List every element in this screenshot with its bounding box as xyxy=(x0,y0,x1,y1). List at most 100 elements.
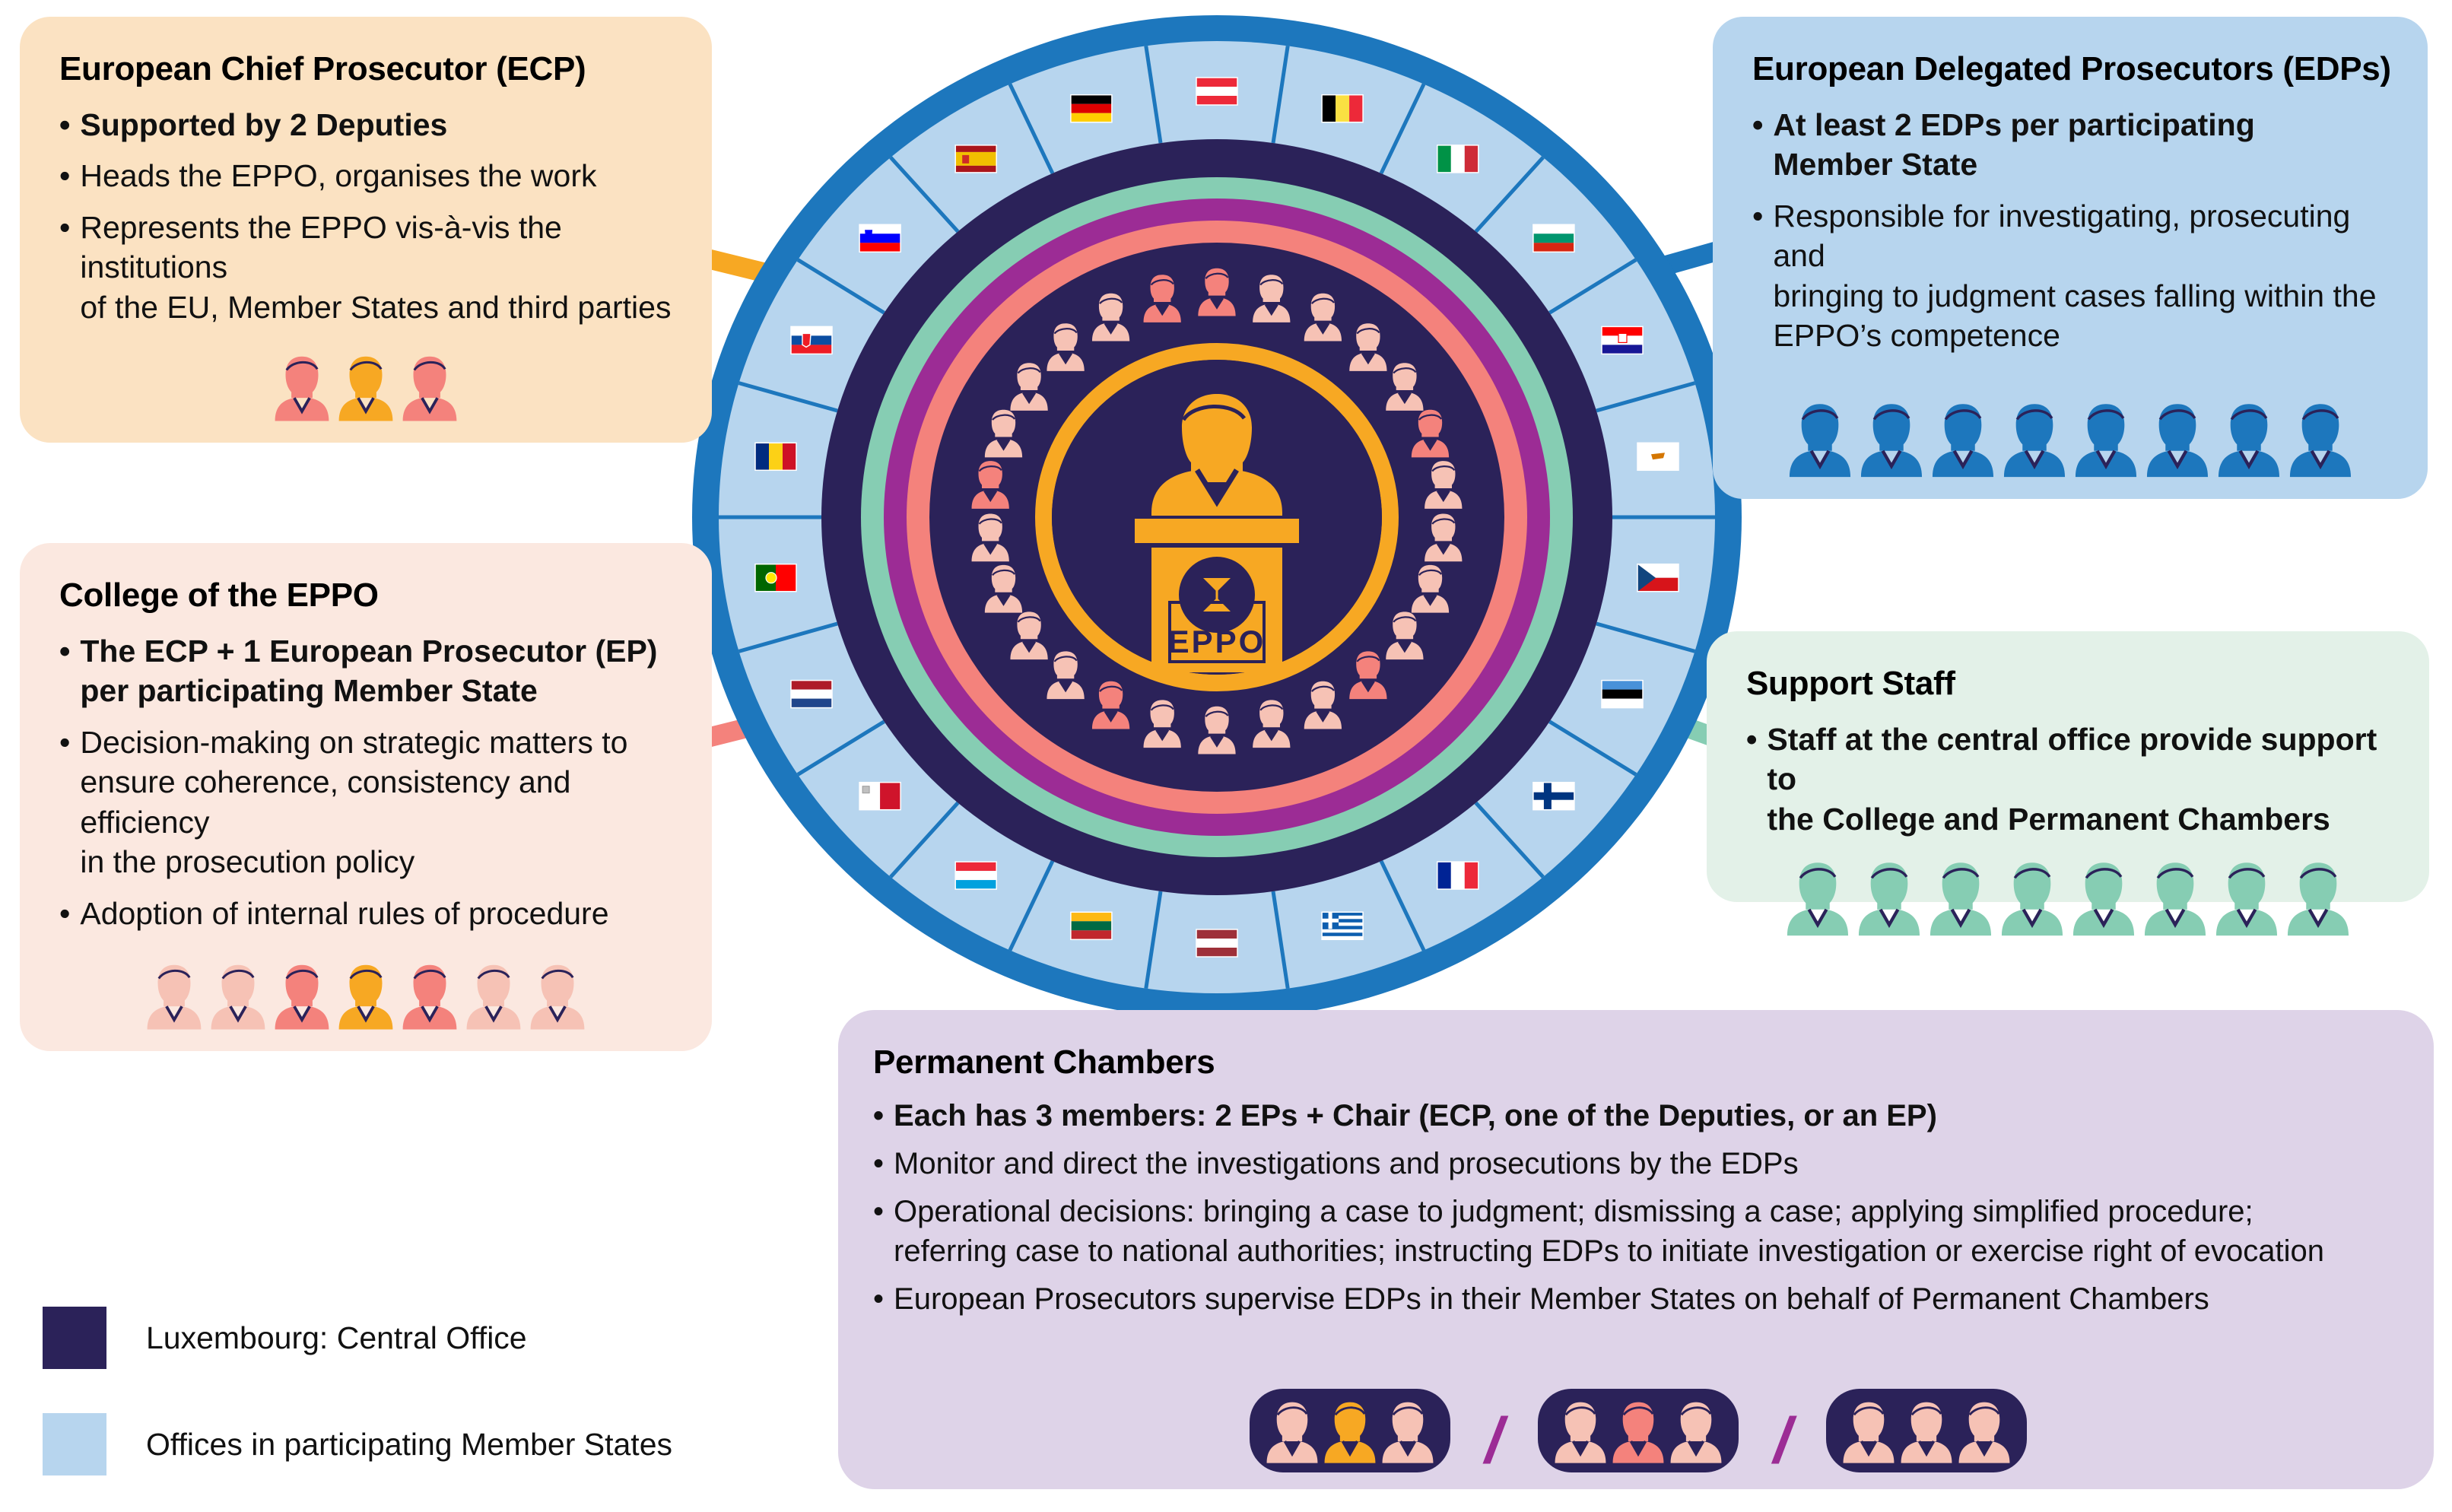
person-icon xyxy=(1843,1402,1895,1463)
person-icon xyxy=(2146,404,2209,478)
eppo-wordmark: EPPO xyxy=(1168,624,1266,659)
person-icon xyxy=(211,964,265,1030)
chamber-group xyxy=(1826,1389,2028,1472)
bullet-list: •Supported by 2 Deputies •Heads the EPPO… xyxy=(59,105,672,338)
person-icon xyxy=(2003,404,2066,478)
bullet-item: •Monitor and direct the investigations a… xyxy=(873,1147,1799,1181)
flag-ro xyxy=(754,442,797,472)
flag-fi xyxy=(1532,781,1575,811)
bullet-list: •Staff at the central office provide sup… xyxy=(1746,719,2390,850)
college-member-icon xyxy=(1386,363,1424,411)
person-icon xyxy=(1860,404,1923,478)
box-european-delegated-prosecutors[interactable]: European Delegated Prosecutors (EDPs) •A… xyxy=(1713,17,2428,499)
flag-pt xyxy=(754,563,797,592)
box-permanent-chambers[interactable]: Permanent Chambers •Each has 3 members: … xyxy=(838,1010,2434,1489)
flag-lv xyxy=(1196,929,1238,958)
college-member-icon xyxy=(1425,461,1463,509)
college-member-icon xyxy=(984,564,1023,613)
college-member-icon xyxy=(1253,700,1291,748)
box-college-of-the-eppo[interactable]: College of the EPPO •The ECP + 1 Europea… xyxy=(20,543,712,1051)
flag-ee xyxy=(1601,679,1644,709)
flag-de xyxy=(1070,94,1113,123)
person-icon xyxy=(147,964,202,1030)
person-icon xyxy=(1787,862,1849,936)
person-icon xyxy=(1612,1402,1664,1463)
flag-bg xyxy=(1532,224,1575,253)
bullet-list: •Each has 3 members: 2 EPs + Chair (ECP,… xyxy=(873,1097,2403,1328)
person-icon xyxy=(402,356,457,421)
person-icon xyxy=(2001,862,2063,936)
college-member-icon xyxy=(1304,681,1342,729)
bullet-list: •The ECP + 1 European Prosecutor (EP)per… xyxy=(59,631,672,945)
chamber-group xyxy=(1538,1389,1739,1472)
person-icon xyxy=(1789,404,1851,478)
box-title: College of the EPPO xyxy=(59,577,379,614)
college-member-icon xyxy=(1091,681,1130,729)
flag-sk xyxy=(790,326,833,355)
person-icon xyxy=(2215,862,2278,936)
box-title: Support Staff xyxy=(1746,665,1955,702)
bullet-item: •The ECP + 1 European Prosecutor (EP)per… xyxy=(59,634,658,709)
bullet-item: •Operational decisions: bringing a case … xyxy=(873,1195,2324,1268)
person-icon xyxy=(1670,1402,1722,1463)
box-european-chief-prosecutor[interactable]: European Chief Prosecutor (ECP) •Support… xyxy=(20,17,712,443)
person-icon xyxy=(1324,1402,1376,1463)
college-member-icon xyxy=(1143,700,1181,748)
chamber-separator: / xyxy=(1485,1405,1503,1476)
figure-row-edp xyxy=(1752,392,2388,479)
legend: Luxembourg: Central Office Offices in pa… xyxy=(43,1307,672,1512)
box-support-staff[interactable]: Support Staff •Staff at the central offi… xyxy=(1707,631,2429,936)
bullet-item: •Represents the EPPO vis-à-vis the insti… xyxy=(59,209,672,325)
flag-si xyxy=(859,224,901,253)
person-icon xyxy=(2075,404,2137,478)
box-title: European Delegated Prosecutors (EDPs) xyxy=(1752,50,2391,87)
person-icon xyxy=(402,964,457,1030)
person-icon xyxy=(275,964,329,1030)
person-icon xyxy=(2218,404,2280,478)
college-member-icon xyxy=(1411,409,1450,458)
college-member-icon xyxy=(1198,706,1236,754)
flag-hr xyxy=(1601,326,1644,355)
college-member-icon xyxy=(1349,651,1387,700)
college-member-icon xyxy=(1304,293,1342,341)
bullet-item: •Supported by 2 Deputies xyxy=(59,107,448,142)
college-member-icon xyxy=(1411,564,1450,613)
college-member-icon xyxy=(971,461,1009,509)
college-member-icon xyxy=(1010,611,1048,660)
person-icon xyxy=(275,356,329,421)
person-icon xyxy=(1382,1402,1434,1463)
person-icon xyxy=(1266,1402,1318,1463)
college-member-icon xyxy=(1198,268,1236,316)
bullet-item: •Each has 3 members: 2 EPs + Chair (ECP,… xyxy=(873,1099,1937,1132)
figure-row-ecp xyxy=(59,345,672,423)
flag-es xyxy=(954,145,997,173)
flag-nl xyxy=(790,679,833,709)
college-member-icon xyxy=(984,409,1023,458)
person-icon xyxy=(530,964,585,1030)
bullet-item: •Responsible for investigating, prosecut… xyxy=(1752,198,2377,354)
figure-row-college xyxy=(59,953,672,1031)
flag-fr xyxy=(1437,861,1479,890)
person-icon xyxy=(466,964,521,1030)
bullet-item: •Decision-making on strategic matters to… xyxy=(59,724,628,880)
flag-lu xyxy=(954,861,997,890)
person-icon xyxy=(338,356,393,421)
box-title: European Chief Prosecutor (ECP) xyxy=(59,50,586,87)
person-icon xyxy=(2144,862,2206,936)
legend-label: Offices in participating Member States xyxy=(146,1426,672,1462)
college-member-icon xyxy=(1386,611,1424,660)
person-icon xyxy=(1958,1402,2010,1463)
bullet-item: •Heads the EPPO, organises the work xyxy=(59,158,597,194)
flag-at xyxy=(1196,77,1238,106)
legend-swatch-member-state-offices xyxy=(43,1413,106,1475)
flag-cy xyxy=(1637,442,1679,472)
person-icon xyxy=(1555,1402,1606,1463)
person-icon xyxy=(1858,862,1920,936)
legend-item: Offices in participating Member States xyxy=(43,1413,672,1475)
person-icon xyxy=(2289,404,2352,478)
bullet-item: •Adoption of internal rules of procedure xyxy=(59,895,609,931)
flag-mt xyxy=(859,781,901,811)
chamber-group xyxy=(1249,1389,1450,1472)
